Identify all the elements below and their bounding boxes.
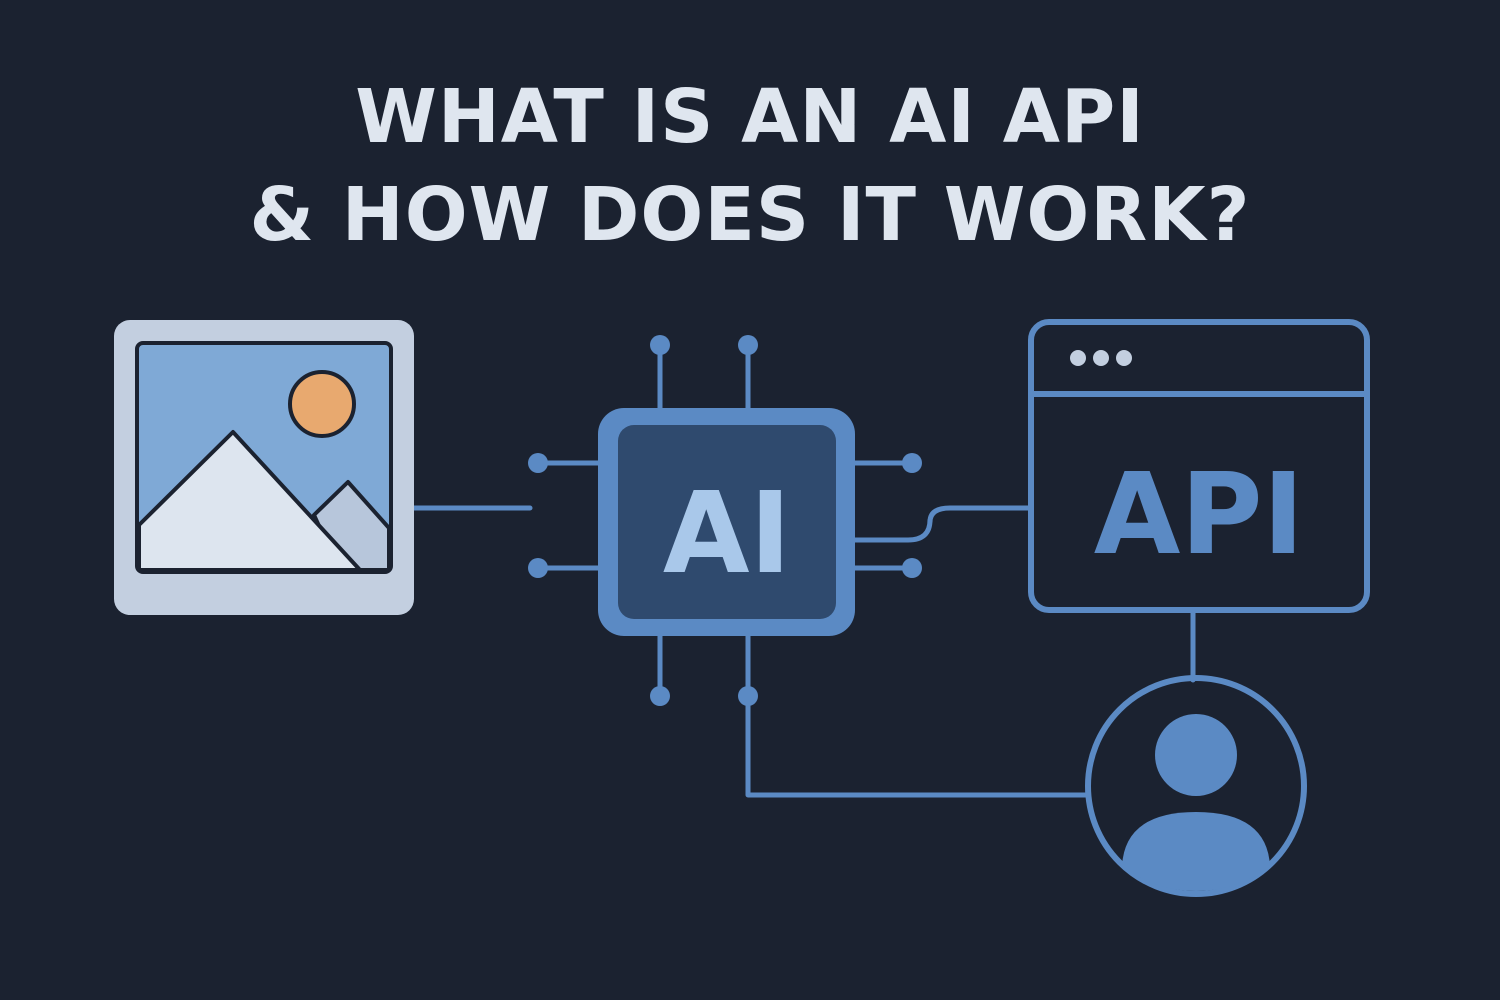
- chip-pins: [528, 335, 922, 706]
- user-body: [1122, 812, 1270, 891]
- browser-window-icon: API: [1028, 319, 1370, 613]
- chip-label: AI: [663, 469, 791, 599]
- mountain-front-icon: [137, 430, 362, 572]
- chip-pin-dot: [528, 558, 548, 578]
- chip-inner: [618, 425, 836, 619]
- title-line-1: WHAT IS AN AI API: [355, 74, 1145, 160]
- connector-chip-to-user: [745, 693, 1089, 798]
- user-ring: [1085, 675, 1307, 897]
- image-icon: [114, 320, 414, 615]
- user-icon: [1085, 675, 1307, 897]
- title-line-2: & HOW DOES IT WORK?: [249, 172, 1251, 258]
- chip-pin-dot: [528, 453, 548, 473]
- chip-pin-dot: [650, 335, 670, 355]
- sun-icon: [288, 370, 356, 438]
- chip-pin-dot: [650, 686, 670, 706]
- browser-window-frame: [1028, 319, 1370, 613]
- chip-pin-dot: [902, 558, 922, 578]
- api-label: API: [1094, 450, 1304, 580]
- window-dot-icon: [1116, 350, 1132, 366]
- window-dot-icon: [1070, 350, 1086, 366]
- user-head: [1155, 714, 1237, 796]
- window-dot-icon: [1093, 350, 1109, 366]
- chip-icon: AI: [598, 408, 855, 636]
- chip-pin-dot: [902, 453, 922, 473]
- connector-chip-to-api: [852, 505, 1033, 543]
- chip-pin-dot: [738, 335, 758, 355]
- connectors: [409, 505, 1196, 798]
